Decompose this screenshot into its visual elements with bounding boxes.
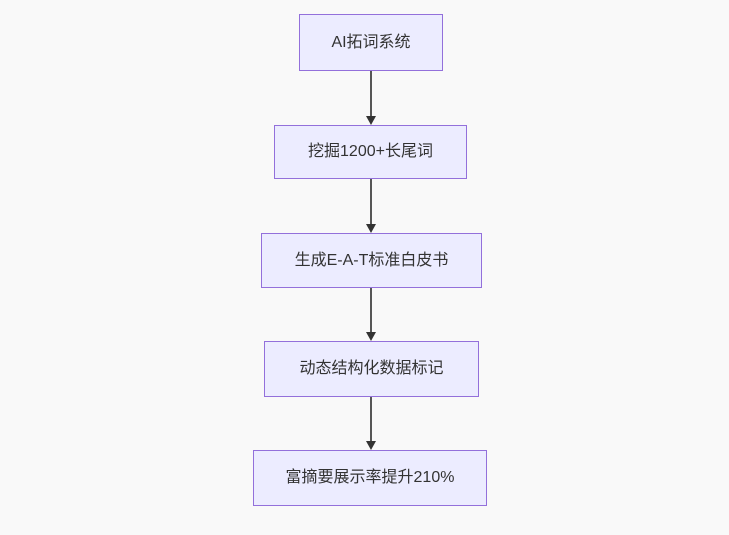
flow-node-label: 生成E-A-T标准白皮书 bbox=[294, 251, 449, 269]
flow-connector-1 bbox=[366, 71, 376, 125]
arrow-shaft bbox=[370, 397, 372, 441]
flow-node-eat-whitepaper: 生成E-A-T标准白皮书 bbox=[261, 233, 482, 288]
arrowhead-down-icon bbox=[366, 116, 376, 125]
arrowhead-down-icon bbox=[366, 332, 376, 341]
flow-connector-4 bbox=[366, 397, 376, 450]
flow-node-longtail-mining: 挖掘1200+长尾词 bbox=[274, 125, 467, 179]
arrow-shaft bbox=[370, 71, 372, 116]
arrow-shaft bbox=[370, 179, 372, 224]
flow-node-label: AI拓词系统 bbox=[331, 33, 411, 51]
flow-node-label: 动态结构化数据标记 bbox=[299, 360, 444, 378]
arrow-shaft bbox=[370, 288, 372, 332]
arrowhead-down-icon bbox=[366, 224, 376, 233]
flow-connector-2 bbox=[366, 179, 376, 233]
arrowhead-down-icon bbox=[366, 441, 376, 450]
flow-node-label: 挖掘1200+长尾词 bbox=[308, 143, 433, 161]
flow-node-label: 富摘要展示率提升210% bbox=[285, 469, 455, 487]
flow-node-ai-keyword-system: AI拓词系统 bbox=[299, 14, 443, 71]
flow-node-rich-snippet-result: 富摘要展示率提升210% bbox=[253, 450, 487, 506]
flow-node-structured-data-markup: 动态结构化数据标记 bbox=[264, 341, 479, 397]
flow-connector-3 bbox=[366, 288, 376, 341]
